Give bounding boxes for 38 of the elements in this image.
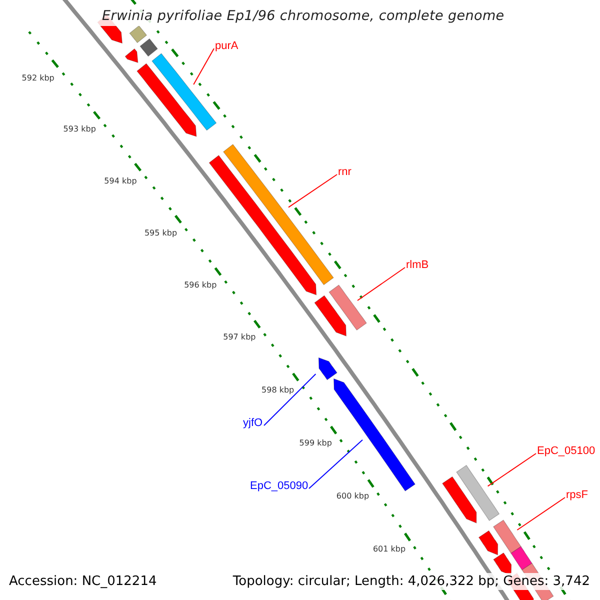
gene-label: EpC_05100	[537, 445, 596, 458]
gene-label: rnr	[338, 166, 352, 179]
gene-label: purA	[215, 40, 238, 53]
gene-label: yjfO	[243, 417, 263, 430]
gene-block	[492, 520, 522, 554]
leader-line	[264, 374, 316, 426]
scale-label: 597 kbp	[223, 332, 256, 342]
gene-pointer-block	[442, 476, 477, 524]
gene-block	[140, 38, 158, 57]
gene-pointer-block	[478, 530, 498, 556]
scale-label: 596 kbp	[184, 280, 217, 290]
gene-block	[152, 53, 217, 131]
leader-line	[193, 48, 214, 85]
gene-block	[456, 464, 500, 522]
gene-block	[328, 284, 367, 331]
gene-pointer-block	[318, 357, 338, 380]
gene-label: EpC_05090	[250, 480, 308, 493]
gene-label: rpsF	[566, 489, 588, 502]
leader-line	[516, 497, 566, 530]
gene-pointer-block	[136, 63, 197, 137]
scale-label: 594 kbp	[104, 176, 137, 186]
gene-pointer-block	[493, 552, 512, 576]
gene-block	[510, 546, 532, 570]
scale-label: 593 kbp	[63, 124, 96, 134]
gene-block	[222, 144, 334, 286]
scale-label: 598 kbp	[262, 385, 294, 394]
scale-label: 595 kbp	[144, 228, 178, 238]
gene-pointer-block	[333, 378, 416, 492]
leader-line	[308, 439, 363, 489]
scale-label: 601 kbp	[372, 544, 406, 554]
gene-pointer-block	[314, 295, 347, 336]
scale-label: 592 kbp	[22, 73, 54, 82]
leader-line	[288, 174, 338, 208]
gene-pointer-block	[124, 48, 138, 64]
gene-label: rlmB	[406, 259, 429, 272]
leader-line	[487, 453, 536, 487]
gene-block	[129, 25, 148, 44]
leader-line	[357, 267, 406, 301]
